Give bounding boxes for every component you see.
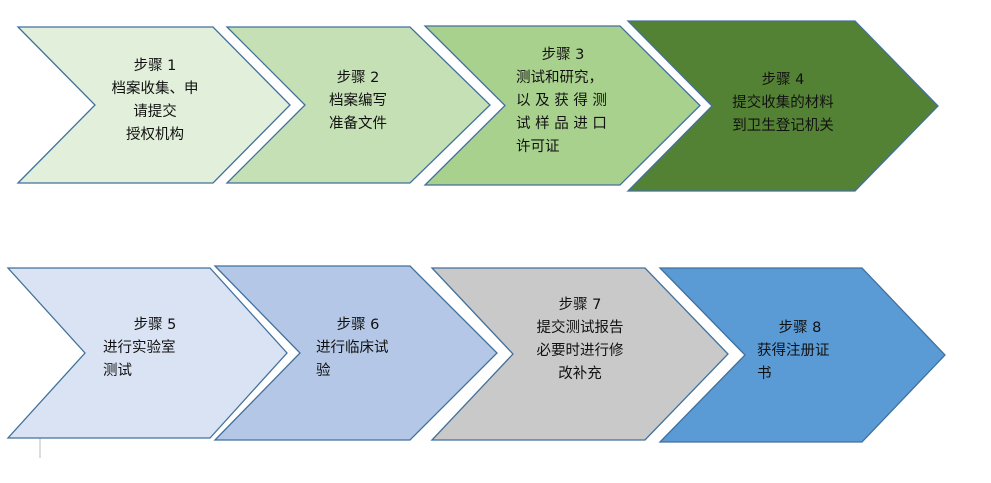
step-4-shape [626, 20, 939, 192]
step-1-title: 步骤 1 [134, 57, 177, 74]
step-4-line: 提交收集的材料 [732, 93, 834, 111]
step-5-line: 测试 [103, 362, 132, 379]
step-7-line: 改补充 [558, 365, 602, 382]
step-3-line: 测试和研究， [516, 69, 603, 86]
step-7-title: 步骤 7 [559, 296, 602, 313]
step-1-line: 授权机构 [126, 126, 184, 143]
step-5-line: 进行实验室 [103, 339, 176, 356]
step-2-title: 步骤 2 [337, 69, 380, 86]
step-8-title: 步骤 8 [779, 319, 822, 336]
step-2-shape [225, 26, 491, 184]
step-3-title: 步骤 3 [542, 46, 585, 63]
step-2-line: 准备文件 [329, 115, 387, 132]
step-1-shape [16, 26, 291, 184]
step-5-shape [6, 267, 288, 439]
step-6-line: 验 [316, 362, 331, 379]
step-3-line: 试 样 品 进 口 [516, 115, 607, 132]
step-7-shape [430, 267, 729, 441]
step-8-shape [658, 267, 946, 443]
step-2-line: 档案编写 [329, 91, 387, 109]
step-6-shape [213, 265, 498, 441]
step-3-line: 以 及 获 得 测 [516, 92, 607, 109]
step-4-title: 步骤 4 [762, 71, 805, 88]
step-8-line: 获得注册证 [757, 342, 830, 359]
step-1-line: 档案收集、申 [112, 79, 199, 97]
step-4-line: 到卫生登记机关 [732, 117, 834, 134]
step-6-title: 步骤 6 [337, 316, 380, 333]
step-7-line: 必要时进行修 [537, 342, 624, 359]
step-8-line: 书 [757, 365, 772, 382]
step-7-line: 提交测试报告 [537, 318, 624, 336]
step-1-line: 请提交 [133, 102, 177, 120]
step-5-title: 步骤 5 [134, 316, 177, 333]
step-3-shape [423, 25, 701, 186]
step-6-line: 进行临床试 [316, 339, 389, 356]
step-3-line: 许可证 [516, 138, 560, 155]
